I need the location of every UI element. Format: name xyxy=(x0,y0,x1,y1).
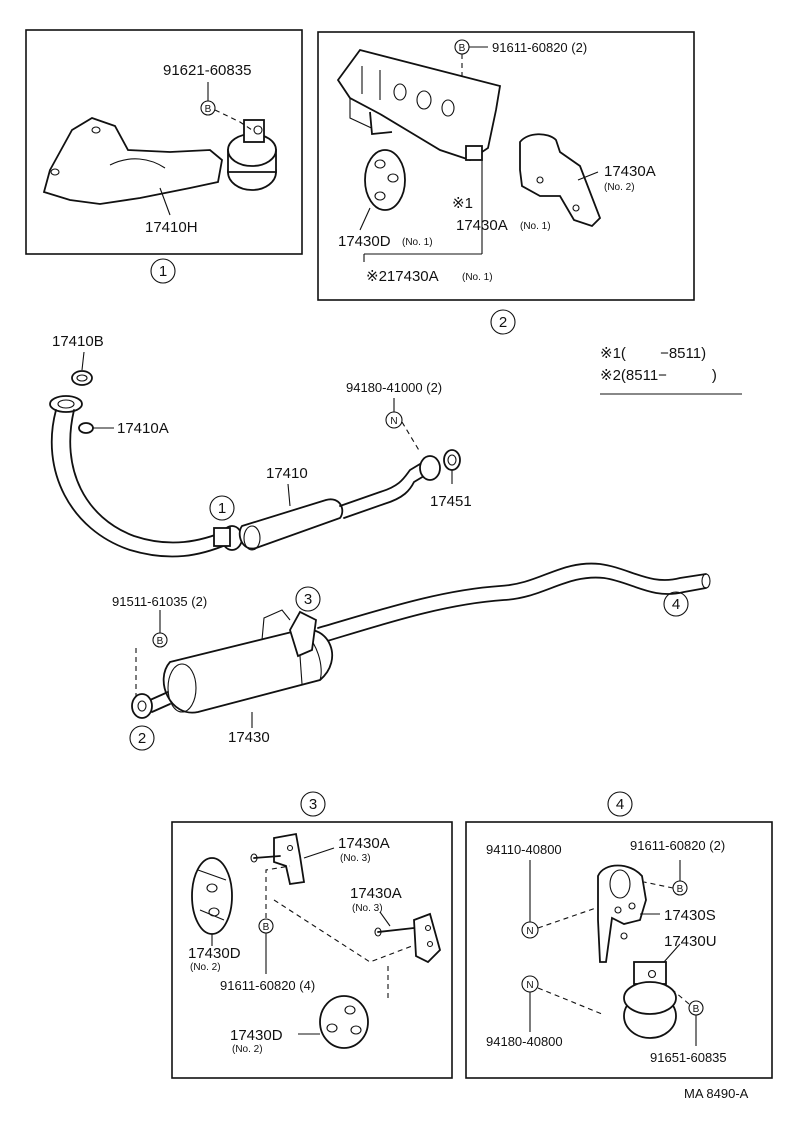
center-muffler xyxy=(238,498,344,550)
callout-4-box: 4 xyxy=(616,796,624,813)
clamp-17430u xyxy=(623,961,677,1039)
cushion-17430d-no2-b xyxy=(319,995,369,1049)
callout-2-main: 2 xyxy=(138,730,146,747)
legend-2: ※2(8511− ) xyxy=(600,367,717,384)
svg-text:N: N xyxy=(390,416,397,427)
detail-box-1: B 91621-60835 17410H xyxy=(25,29,303,255)
svg-text:(No. 2): (No. 2) xyxy=(190,962,221,973)
svg-text:(No. 2): (No. 2) xyxy=(604,182,635,193)
hanger-17430a-no3-b xyxy=(413,912,442,964)
hanger-17430a-no2 xyxy=(519,133,602,228)
svg-text:(No. 3): (No. 3) xyxy=(340,853,371,864)
label-bracket: 17410H xyxy=(145,219,198,236)
svg-text:B: B xyxy=(459,43,466,54)
detail-box-3: 17430A (No. 3) 17430A (No. 3) B 91611-60… xyxy=(171,821,453,1079)
label-mark1: ※1 xyxy=(452,195,473,212)
svg-text:(No. 1): (No. 1) xyxy=(402,237,433,248)
gasket-17410b xyxy=(71,370,93,386)
label-hanger-no2: 17430A xyxy=(604,163,656,180)
label-tail-pipe: 17430 xyxy=(228,729,270,746)
cushion-17430d-no1 xyxy=(364,149,406,211)
svg-text:B: B xyxy=(157,636,164,647)
label-mark2-part: ※217430A xyxy=(366,268,439,285)
svg-text:(No. 1): (No. 1) xyxy=(520,221,551,232)
callout-1-main: 1 xyxy=(218,500,226,517)
front-pipe xyxy=(50,409,229,558)
label-bolt-a: 91611-60820 (2) xyxy=(630,838,725,853)
label-hanger-a: 17430A xyxy=(338,835,390,852)
callout-2-top: 2 xyxy=(499,314,507,331)
legend: ※1( −8511) ※2(8511− ) xyxy=(600,345,742,395)
label-nut-center: 94180-41000 (2) xyxy=(346,380,442,395)
svg-text:(No. 1): (No. 1) xyxy=(462,272,493,283)
svg-text:(No. 3): (No. 3) xyxy=(352,903,383,914)
diagram-code: MA 8490-A xyxy=(684,1086,749,1101)
tail-pipe-assembly: B 91511-61035 (2) 17430 2 3 4 xyxy=(112,562,711,751)
label-cushion-no1: 17430D xyxy=(338,233,391,250)
bracket-17410h xyxy=(42,117,223,205)
callout-4-main: 4 xyxy=(672,596,680,613)
cushion-17430d-no2-a xyxy=(191,857,233,935)
label-front-pipe: 17410 xyxy=(266,465,308,482)
label-bolt-b: 91651-60835 xyxy=(650,1050,727,1065)
tail-pipe xyxy=(317,562,707,629)
label-bracket-s: 17430S xyxy=(664,907,716,924)
svg-text:(No. 2): (No. 2) xyxy=(232,1044,263,1055)
label-gasket-right: 17451 xyxy=(430,493,472,510)
label-clamp-bolt: 91621-60835 xyxy=(163,62,251,79)
svg-text:B: B xyxy=(677,884,684,895)
hanger-17430a-no3-a xyxy=(273,832,306,886)
label-bolt-3: 91611-60820 (4) xyxy=(220,978,315,993)
bolt-code: B xyxy=(205,104,212,115)
label-bracket-u: 17430U xyxy=(664,933,717,950)
label-nut-b: 94180-40800 xyxy=(486,1034,563,1049)
label-hanger-no1: 17430A xyxy=(456,217,508,234)
svg-text:N: N xyxy=(526,980,533,991)
detail-box-2: B 91611-60820 (2) 17430A (No. 2) ※1 1743… xyxy=(317,31,695,301)
label-cushion-a: 17430D xyxy=(188,945,241,962)
callout-3-box: 3 xyxy=(309,796,317,813)
label-hanger-b: 17430A xyxy=(350,885,402,902)
label-cushion-b: 17430D xyxy=(230,1027,283,1044)
svg-text:N: N xyxy=(526,926,533,937)
svg-text:B: B xyxy=(693,1004,700,1015)
label-nut-top: 17410A xyxy=(117,420,169,437)
detail-box-4: 17430S 17430U N 94110-40800 B 91611-6082… xyxy=(465,821,773,1079)
exhaust-clamp xyxy=(227,119,277,191)
label-gasket-top: 17410B xyxy=(52,333,104,350)
svg-text:B: B xyxy=(263,922,270,933)
label-nut-a: 94110-40800 xyxy=(486,842,562,857)
label-bolt-2: 91611-60820 (2) xyxy=(492,40,587,55)
nut-17410a xyxy=(78,422,94,434)
bracket-17430s xyxy=(597,864,647,963)
callout-3-main: 3 xyxy=(304,591,312,608)
legend-1: ※1( −8511) xyxy=(600,345,706,362)
front-pipe-assembly: 17410B 17410A 17451 N 94180-41000 (2) 17… xyxy=(49,333,472,558)
label-bolt-center: 91511-61035 (2) xyxy=(112,594,207,609)
callout-1: 1 xyxy=(159,263,167,280)
